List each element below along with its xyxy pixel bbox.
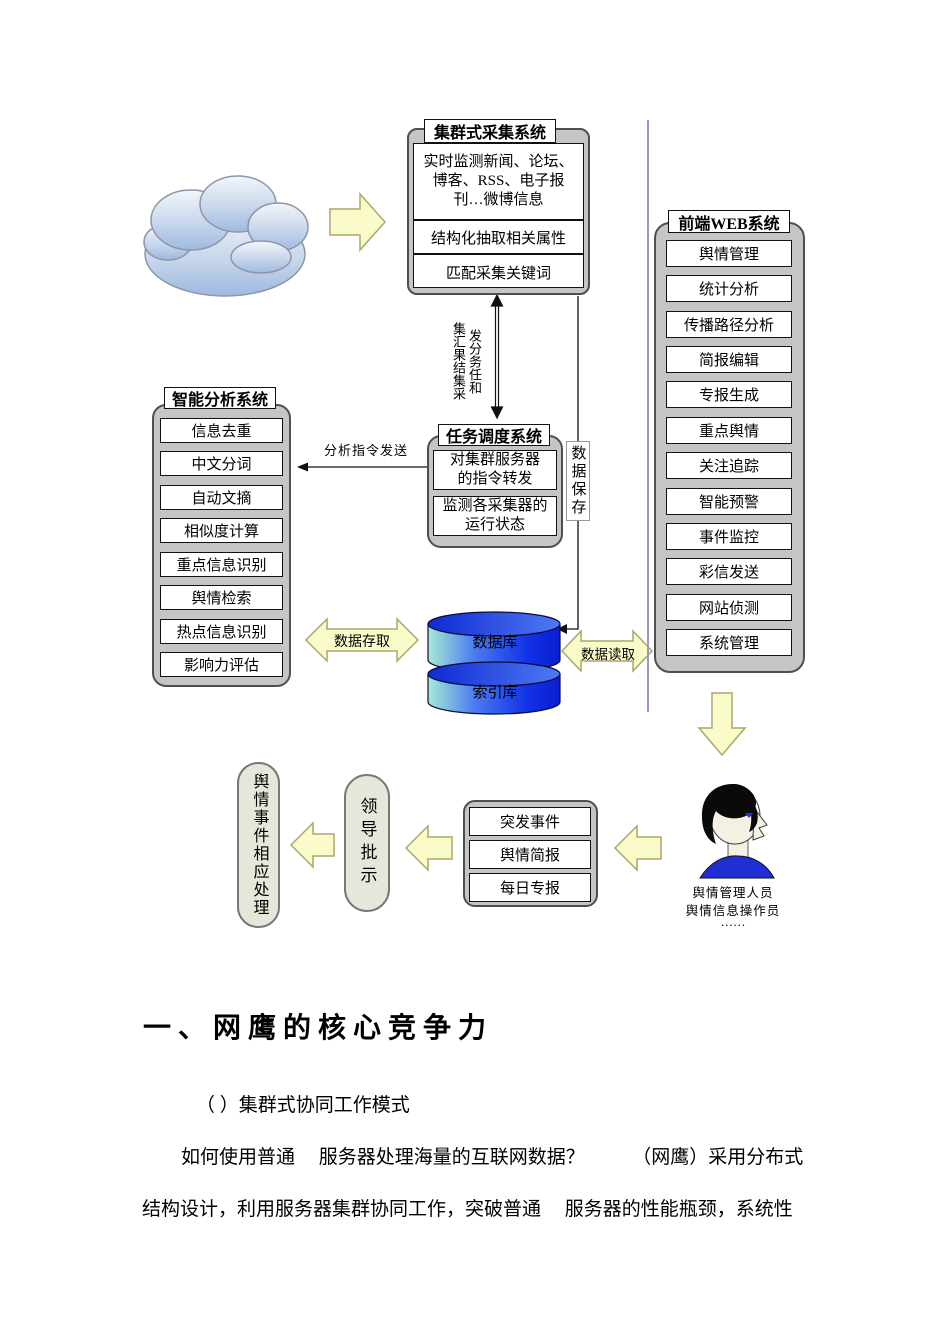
web-item: 舆情管理 <box>666 240 792 267</box>
web-item: 传播路径分析 <box>666 311 792 338</box>
database-cylinders-icon <box>427 611 561 715</box>
arrow-cloud-to-collection-icon <box>329 192 387 252</box>
analysis-item: 影响力评估 <box>160 652 283 677</box>
section-heading: 一、网鹰的核心竞争力 <box>143 1012 494 1043</box>
web-item: 系统管理 <box>666 629 792 656</box>
line-data-save-icon <box>557 296 579 634</box>
arrow-operator-to-reports-icon <box>613 824 662 872</box>
internet-cloud-icon <box>143 175 309 297</box>
collection-system-items: 实时监测新闻、论坛、 博客、RSS、电子报 刊…微博信息 结构化抽取相关属性 匹… <box>413 143 584 288</box>
leader-approval-pill: 领导批示 <box>344 774 390 912</box>
arrow-data-access-icon <box>304 617 420 663</box>
task-item: 监测各采集器的 运行状态 <box>433 496 557 536</box>
web-item: 简报编辑 <box>666 346 792 373</box>
operator-caption: 舆情管理人员 <box>692 886 774 900</box>
data-save-label: 数据保存 <box>566 441 590 521</box>
section-divider-line <box>647 120 649 712</box>
index-db-label: 索引库 <box>472 685 518 701</box>
web-item: 智能预警 <box>666 488 792 515</box>
analysis-item: 信息去重 <box>160 418 283 443</box>
collection-system-title: 集群式采集系统 <box>424 119 556 143</box>
collection-item: 结构化抽取相关属性 <box>414 219 583 253</box>
web-item: 重点舆情 <box>666 417 792 444</box>
web-item: 统计分析 <box>666 275 792 302</box>
task-system-title: 任务调度系统 <box>438 424 550 446</box>
database-label: 数据库 <box>472 635 518 651</box>
analysis-item: 自动文摘 <box>160 485 283 510</box>
analysis-item: 热点信息识别 <box>160 619 283 644</box>
report-item: 突发事件 <box>469 807 591 836</box>
analysis-item: 重点信息识别 <box>160 552 283 577</box>
dispatch-label-right-column: 发分务任和 <box>467 328 482 394</box>
web-item: 彩信发送 <box>666 558 792 585</box>
data-access-label: 数据存取 <box>334 635 390 650</box>
report-item: 舆情简报 <box>469 840 591 869</box>
analysis-system-title: 智能分析系统 <box>164 387 276 409</box>
arrow-leader-to-handling-icon <box>289 821 335 869</box>
analysis-send-label: 分析指令发送 <box>323 443 408 458</box>
incident-handling-pill: 舆情事件相应处理 <box>237 762 280 928</box>
paragraph-line: 如何使用普通 服务器处理海量的互联网数据？ （网鹰）采用分布式 <box>181 1147 804 1168</box>
report-item: 每日专报 <box>469 873 591 902</box>
leader-approval-label: 领导批示 <box>357 797 377 889</box>
diagram-shapes <box>143 175 775 879</box>
analysis-item: 相似度计算 <box>160 518 283 543</box>
dispatch-label-left-column: 集汇果结集采 <box>451 322 466 400</box>
arrow-data-read-icon <box>560 629 654 673</box>
analysis-item: 舆情检索 <box>160 585 283 610</box>
task-item: 对集群服务器 的指令转发 <box>433 450 557 490</box>
operator-person-icon <box>699 783 775 879</box>
web-item: 网站侦测 <box>666 594 792 621</box>
arrow-task-dispatch-icon <box>490 293 504 420</box>
arrow-analysis-send-icon <box>297 462 430 472</box>
data-read-label: 数据读取 <box>581 647 635 662</box>
operator-caption-ellipsis: …… <box>720 915 746 929</box>
arrow-web-to-operator-icon <box>697 692 747 757</box>
collection-item: 匹配采集关键词 <box>414 253 583 289</box>
web-item: 事件监控 <box>666 523 792 550</box>
incident-handling-label: 舆情事件相应处理 <box>250 773 268 917</box>
web-item: 关注追踪 <box>666 452 792 479</box>
paragraph-line: 结构设计，利用服务器集群协同工作，突破普通 服务器的性能瓶颈，系统性 <box>142 1199 793 1220</box>
web-item: 专报生成 <box>666 381 792 408</box>
analysis-system-container <box>152 404 291 687</box>
arrow-reports-to-leader-icon <box>404 824 453 872</box>
sub-heading: （ ）集群式协同工作模式 <box>196 1095 410 1116</box>
analysis-item: 中文分词 <box>160 451 283 476</box>
operator-caption: 舆情信息操作员 <box>685 904 781 918</box>
web-system-title: 前端WEB系统 <box>668 210 790 233</box>
collection-item: 实时监测新闻、论坛、 博客、RSS、电子报 刊…微博信息 <box>423 154 574 208</box>
